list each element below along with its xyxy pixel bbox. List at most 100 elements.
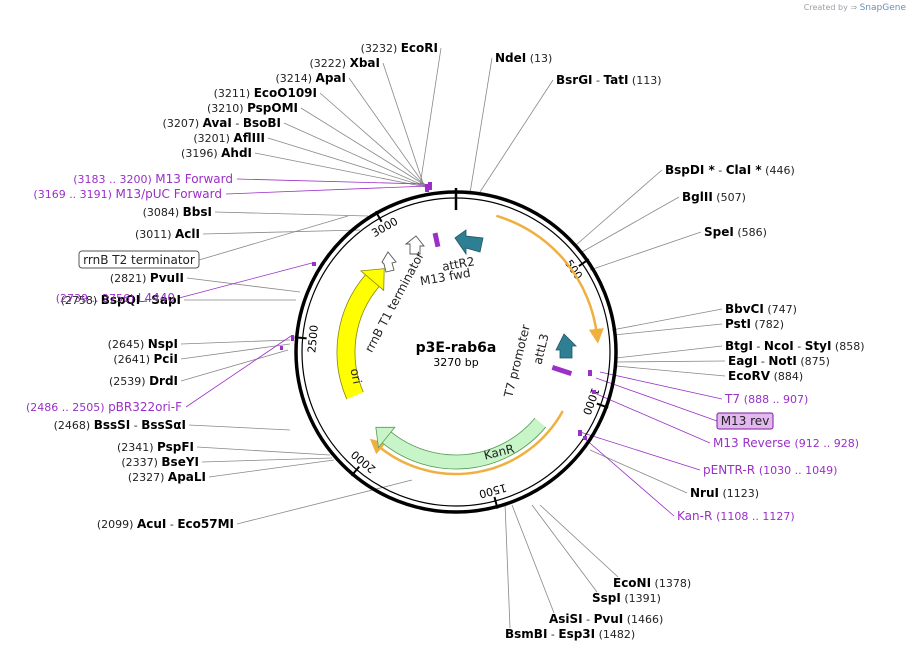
site-label: PstI (782) bbox=[725, 317, 784, 331]
site-text: BtgI - NcoI - StyI (858) bbox=[725, 339, 865, 353]
plasmid-length: 3270 bp bbox=[433, 356, 478, 369]
primer-mark bbox=[578, 430, 582, 436]
primer-name: M13 Reverse bbox=[713, 436, 795, 450]
enzyme-name: EcoNI bbox=[613, 576, 651, 590]
primer-connector bbox=[579, 431, 701, 471]
site-position: (586) bbox=[734, 226, 767, 239]
site-label: (3011) AclI bbox=[135, 227, 200, 241]
enzyme-name: SapI bbox=[151, 293, 181, 307]
site-position: (3196) bbox=[181, 147, 221, 160]
enzyme-name: Esp3I bbox=[558, 627, 595, 641]
site-position: (747) bbox=[764, 303, 797, 316]
site-label: (2468) BssSI - BssSαI bbox=[54, 418, 186, 432]
site-position: - bbox=[130, 419, 141, 432]
site-connector bbox=[180, 343, 291, 360]
site-connector bbox=[267, 137, 431, 189]
enzyme-name: PspFI bbox=[157, 440, 194, 454]
enzyme-name: BsoBI bbox=[243, 116, 281, 130]
site-position: (2337) bbox=[121, 456, 161, 469]
site-position: (3211) bbox=[214, 87, 254, 100]
primer-connector bbox=[225, 185, 429, 195]
primer-mark bbox=[592, 390, 596, 394]
primer-mark bbox=[583, 436, 587, 440]
enzyme-name: AflIII bbox=[233, 131, 265, 145]
site-label: (3232) EcoRI bbox=[361, 41, 438, 55]
primer-range: (2486 .. 2505) bbox=[26, 401, 108, 414]
enzyme-name: DrdI bbox=[149, 374, 178, 388]
site-text: (3211) EcoO109I bbox=[214, 86, 317, 100]
primer-range: (1030 .. 1049) bbox=[759, 464, 838, 477]
site-label: (3211) EcoO109I bbox=[214, 86, 317, 100]
site-label: EcoNI (1378) bbox=[613, 576, 691, 590]
site-text: (2539) DrdI bbox=[109, 374, 178, 388]
tick-mark bbox=[294, 336, 307, 340]
primer-label: (2739 .. 2756) L4440 bbox=[56, 291, 175, 305]
attl3-label: attL3 bbox=[531, 332, 552, 366]
site-text: NruI (1123) bbox=[690, 486, 759, 500]
m13fwd-primer-mark bbox=[432, 232, 441, 248]
enzyme-name: Eco57MI bbox=[177, 517, 234, 531]
rrnb-t1-label: rrnB T1 terminator bbox=[362, 249, 427, 354]
primer-text: (3169 .. 3191) M13/pUC Forward bbox=[33, 187, 222, 201]
site-connector bbox=[283, 122, 430, 189]
site-position: (2821) bbox=[110, 272, 150, 285]
site-position: (13) bbox=[526, 52, 552, 65]
site-position: (3011) bbox=[135, 228, 175, 241]
tick-mark bbox=[374, 210, 383, 223]
site-connector bbox=[611, 308, 723, 331]
site-position: (2758) bbox=[61, 294, 101, 307]
ori-outline-a bbox=[336, 274, 366, 400]
site-position: (3201) bbox=[193, 132, 233, 145]
enzyme-name: BsrGI bbox=[556, 73, 593, 87]
site-label: BsrGI - TatI (113) bbox=[556, 73, 662, 87]
tick-label: 3000 bbox=[369, 215, 400, 240]
site-connector bbox=[575, 169, 663, 246]
site-connector bbox=[196, 446, 331, 456]
enzyme-name: NspI bbox=[148, 337, 178, 351]
terminator-arrow-1 bbox=[404, 235, 425, 255]
site-position: (782) bbox=[751, 318, 784, 331]
site-label: (2645) NspI bbox=[108, 337, 178, 351]
site-position: (3084) bbox=[143, 206, 183, 219]
enzyme-name: PvuII bbox=[150, 271, 184, 285]
enzyme-name: EcoO109I bbox=[254, 86, 317, 100]
enzyme-name: SspI bbox=[592, 591, 621, 605]
tick-label: 2000 bbox=[349, 448, 379, 476]
site-label: NdeI (13) bbox=[495, 51, 552, 65]
site-position: (1482) bbox=[595, 628, 635, 641]
site-text: (3214) ApaI bbox=[275, 71, 346, 85]
site-connector bbox=[589, 449, 688, 494]
primer-name: M13/pUC Forward bbox=[115, 187, 222, 201]
attr2-arrow bbox=[454, 229, 484, 256]
primer-name: Kan-R bbox=[677, 509, 716, 523]
enzyme-name: AclI bbox=[175, 227, 200, 241]
site-position: (3214) bbox=[275, 72, 315, 85]
tick-mark bbox=[350, 465, 360, 477]
primer-label: T7 (888 .. 907) bbox=[724, 392, 808, 406]
primer-connector bbox=[236, 178, 426, 185]
site-position: (446) bbox=[762, 164, 795, 177]
site-text: SspI (1391) bbox=[592, 591, 661, 605]
plasmid-name: p3E-rab6a bbox=[416, 340, 497, 356]
m13rev-box bbox=[716, 412, 774, 430]
site-position: (884) bbox=[770, 370, 803, 383]
site-text: BsmBI - Esp3I (1482) bbox=[505, 627, 635, 641]
site-position: - bbox=[794, 340, 805, 353]
enzyme-name: PciI bbox=[154, 352, 179, 366]
site-text: (2099) AcuI - Eco57MI bbox=[97, 517, 234, 531]
enzyme-name: BspDI * bbox=[665, 163, 715, 177]
site-text: SpeI (586) bbox=[704, 225, 767, 239]
ori-label: ori bbox=[347, 367, 364, 385]
site-label: (3210) PspOMI bbox=[207, 101, 298, 115]
primer-range: (912 .. 928) bbox=[795, 437, 860, 450]
primer-label: M13 rev bbox=[716, 412, 774, 430]
orf-arc-2 bbox=[369, 410, 564, 476]
site-connector bbox=[202, 229, 361, 235]
primer-connector bbox=[595, 377, 718, 422]
site-text: (2341) PspFI bbox=[117, 440, 194, 454]
site-text: (2468) BssSI - BssSαI bbox=[54, 418, 186, 432]
site-text: (2821) PvuII bbox=[110, 271, 184, 285]
primer-connector bbox=[178, 262, 313, 299]
enzyme-name: StyI bbox=[805, 339, 832, 353]
